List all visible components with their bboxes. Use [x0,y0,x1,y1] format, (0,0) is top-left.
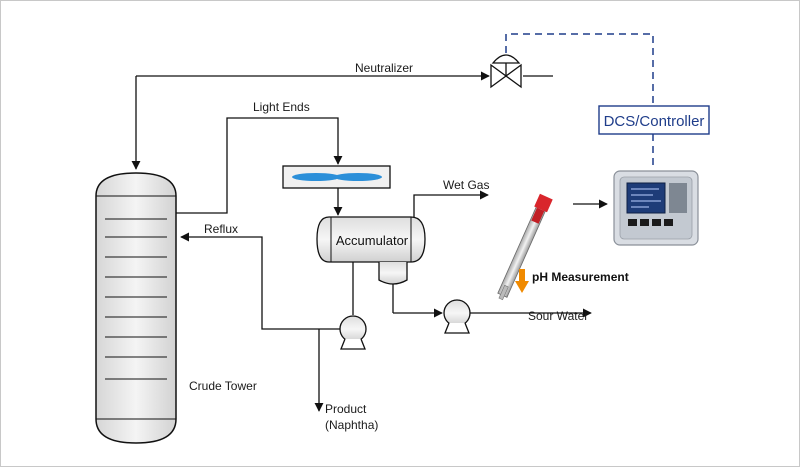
light-ends-line [176,117,343,214]
neutralizer-line [131,71,553,170]
dcs-signal-line [505,33,654,169]
ph-probe[interactable] [494,193,553,302]
sour-water-pump [443,299,471,334]
wet-gas-line [413,190,489,217]
reflux-pump [339,315,367,350]
crude-tower [95,172,177,444]
dcs-controller-box: DCS/Controller [598,105,710,135]
display-lines [631,188,661,208]
naphtha-label: (Naphtha) [325,418,378,432]
accumulator: Accumulator [316,216,426,285]
crude-tower-label: Crude Tower [189,379,257,393]
transmitter-device[interactable] [613,170,699,246]
keypad [628,219,673,226]
ph-measurement-label: pH Measurement [532,270,629,284]
ph-measurement-arrow [515,269,529,293]
accumulator-label: Accumulator [336,233,409,248]
air-cooler [282,165,391,189]
reflux-label: Reflux [204,222,238,236]
wet-gas-label: Wet Gas [443,178,489,192]
reflux-line [180,232,354,330]
sour-water-label: Sour Water [528,309,588,323]
dcs-controller-label: DCS/Controller [604,113,705,130]
light-ends-label: Light Ends [253,100,310,114]
sour-water-line [392,284,592,318]
tower-trays [105,218,167,380]
control-valve[interactable] [490,54,522,89]
neutralizer-label: Neutralizer [355,61,413,75]
product-label: Product [325,402,367,416]
